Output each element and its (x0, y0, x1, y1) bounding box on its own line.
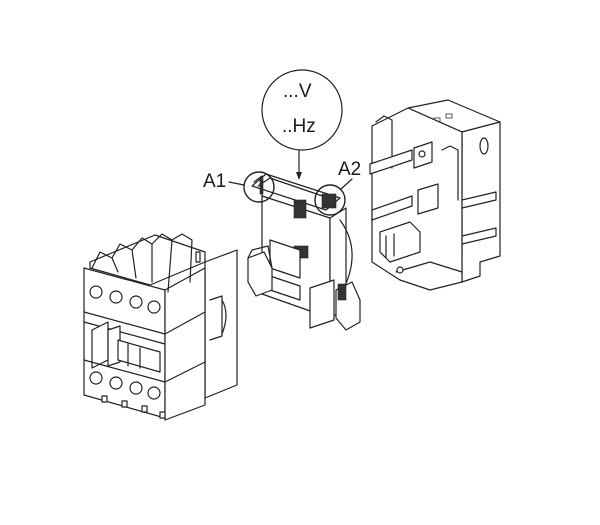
terminal-a1-marker (228, 171, 275, 203)
coil (247, 173, 361, 331)
terminal-a2-label: A2 (338, 159, 362, 180)
terminal-a2-marker (314, 178, 353, 216)
contactor-body (83, 233, 238, 421)
rating-callout (261, 69, 343, 180)
coil-housing (369, 99, 501, 291)
terminal-a1-label: A1 (203, 171, 227, 192)
voltage-label: ...V (283, 81, 312, 102)
frequency-label: ..Hz (282, 116, 316, 137)
